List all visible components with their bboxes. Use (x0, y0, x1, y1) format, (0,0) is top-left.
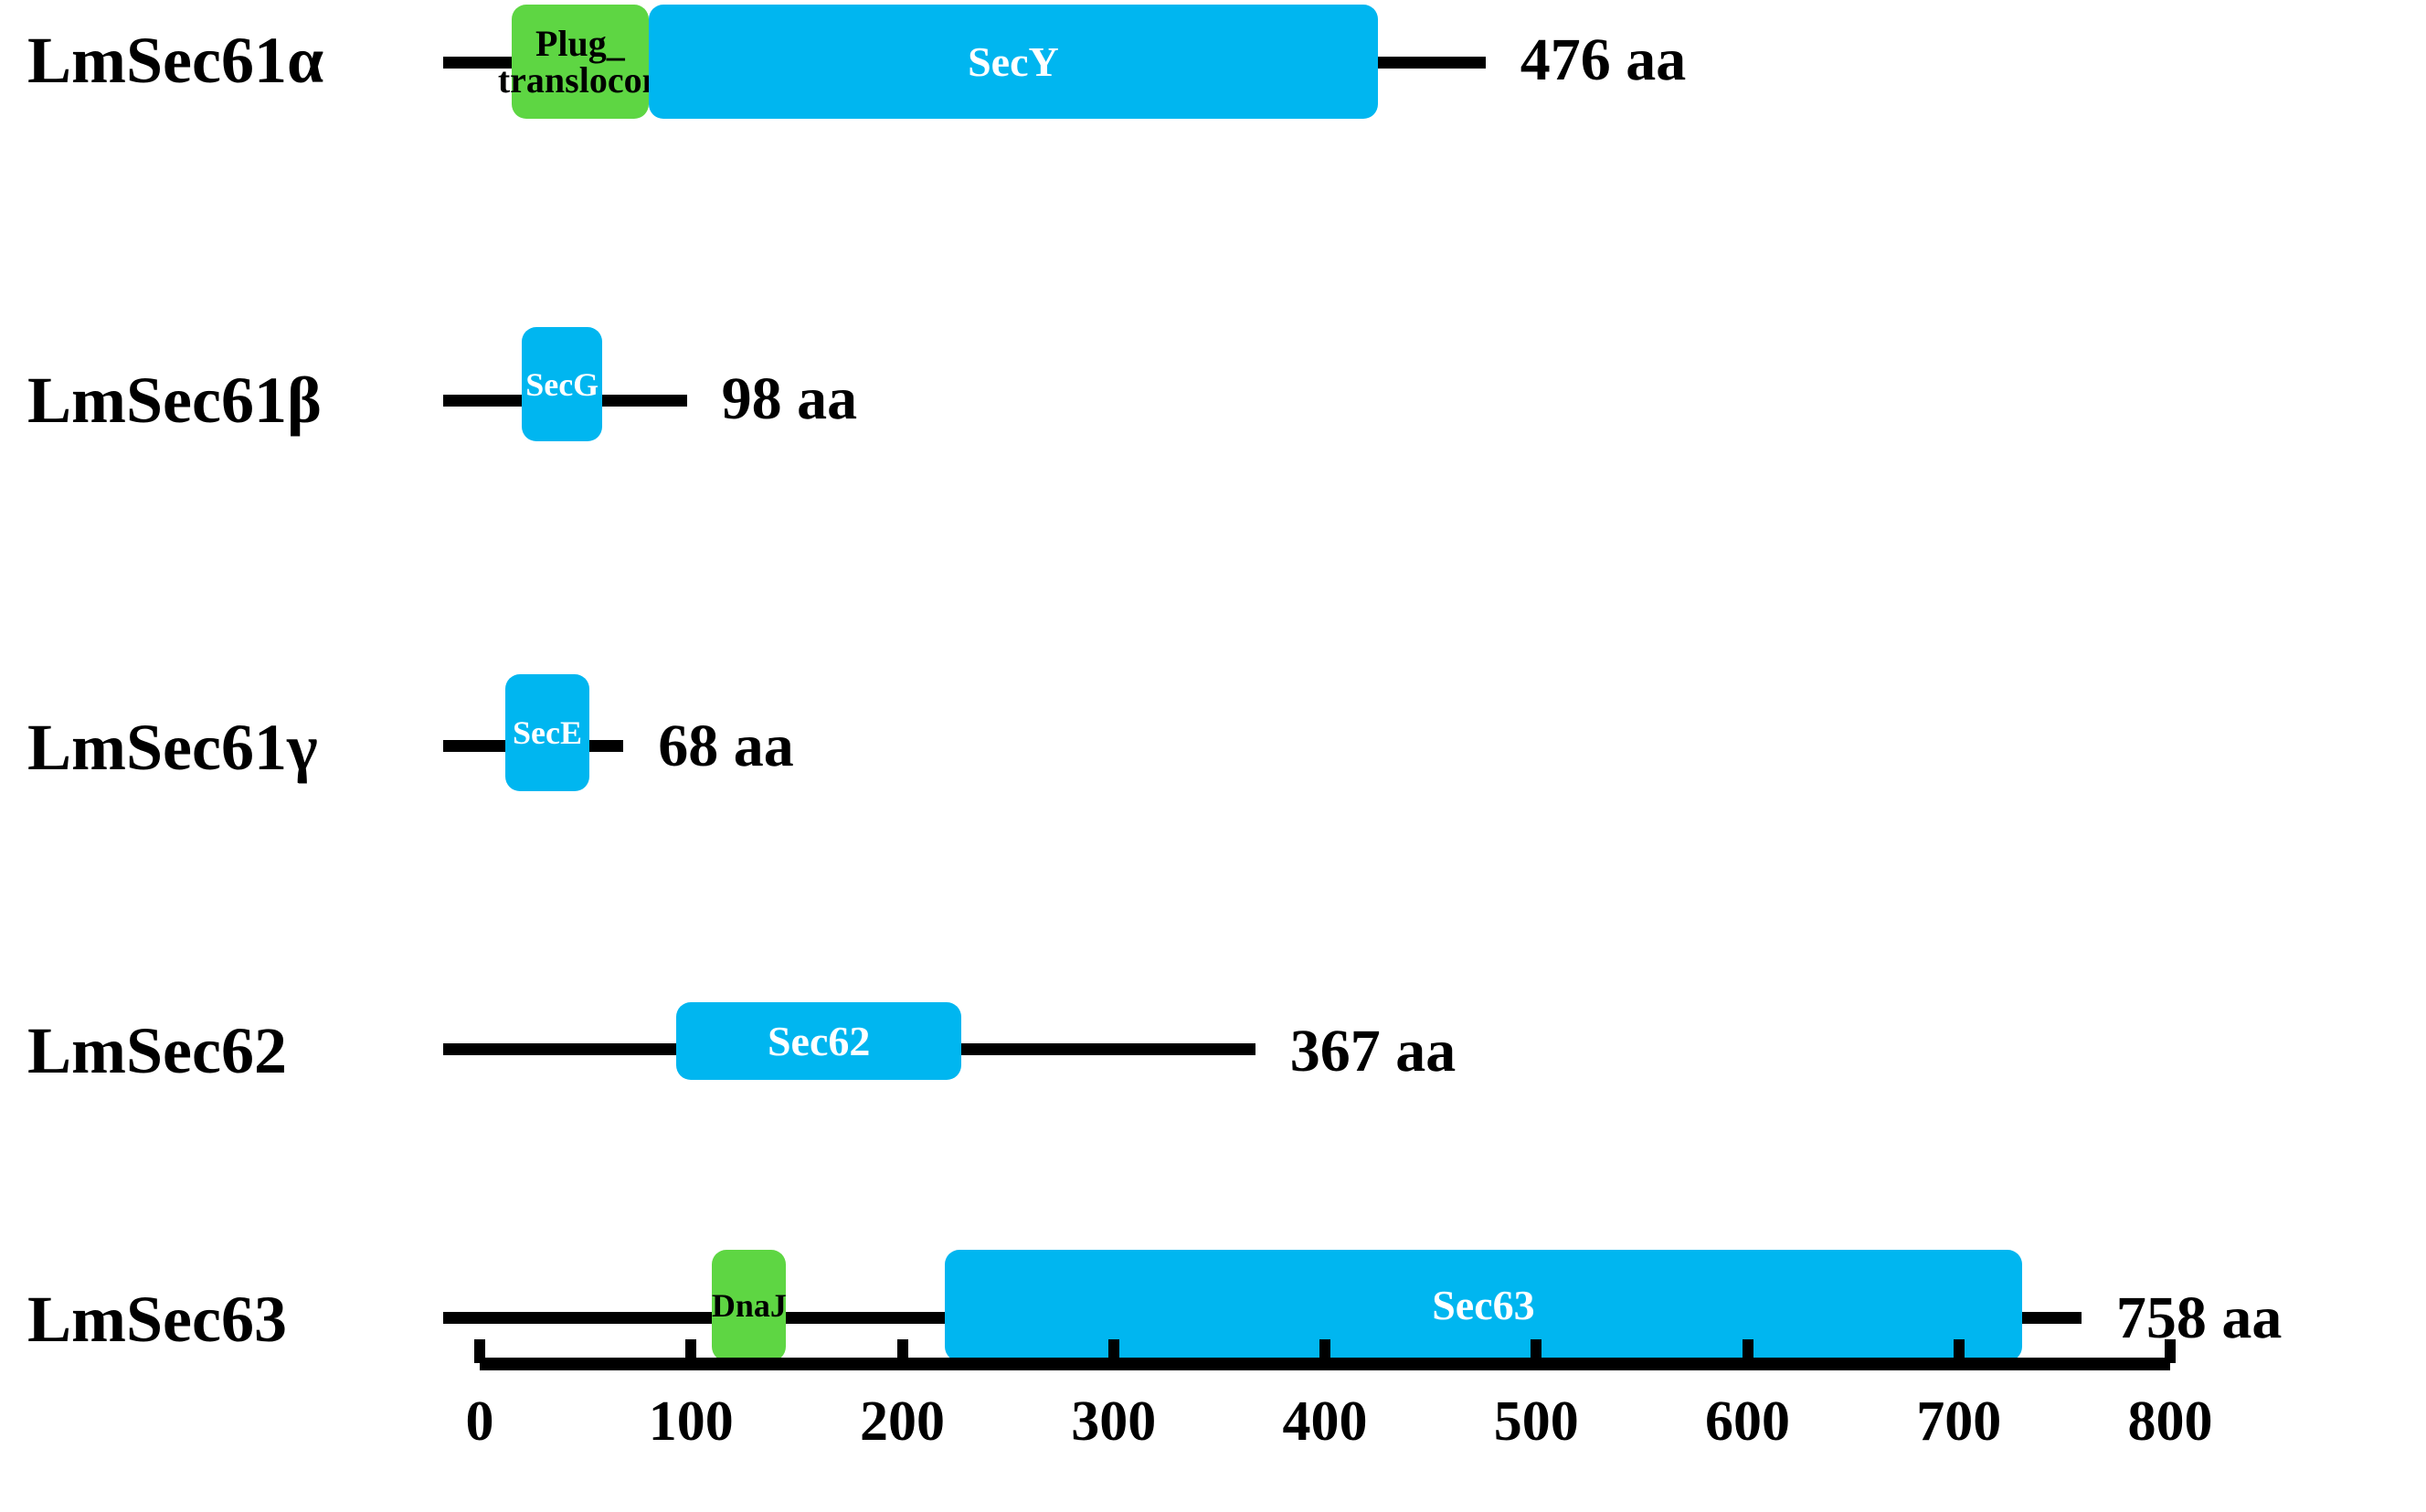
axis-tick (1953, 1339, 1965, 1363)
protein-row: LmSec61γ SecE 68 aa (0, 338, 2426, 791)
axis-tick-label: 200 (860, 1390, 945, 1453)
axis-tick-label: 600 (1705, 1390, 1790, 1453)
domain-label: SecY (968, 37, 1059, 85)
axis-tick (685, 1339, 697, 1363)
axis-tick-label: 500 (1493, 1390, 1579, 1453)
domain-label: SecE (513, 714, 582, 751)
domain-label: SecG (525, 365, 599, 403)
axis-tick-label: 0 (465, 1390, 494, 1453)
axis-tick-label: 700 (1916, 1390, 2002, 1453)
domain-box: Sec62 (676, 1002, 962, 1080)
domain-label: Plug_translocon (497, 22, 662, 100)
protein-name-label: LmSec63 (27, 1283, 287, 1356)
axis-tick-label: 300 (1071, 1390, 1157, 1453)
protein-length-label: 68 aa (658, 713, 794, 779)
protein-row: LmSec63 DnaJ Sec63 758 aa (0, 640, 2426, 1361)
protein-name-label: LmSec61β (27, 364, 322, 437)
domain-label-line: translocon (497, 58, 662, 100)
domain-box: SecY (649, 5, 1378, 119)
scale-axis: 0 100 200 300 400 500 600 700 800 (0, 1306, 2426, 1512)
axis-tick (1742, 1339, 1753, 1363)
protein-length-label: 367 aa (1289, 1018, 1457, 1084)
protein-row: LmSec62 Sec62 367 aa (0, 504, 2426, 1084)
axis-tick (2165, 1339, 2176, 1363)
domain-box: SecG (522, 327, 603, 441)
axis-tick-label: 400 (1282, 1390, 1368, 1453)
domain-label: Sec63 (1432, 1282, 1535, 1328)
axis-tick (1531, 1339, 1542, 1363)
axis-tick (1319, 1339, 1330, 1363)
domain-label: DnaJ (711, 1287, 787, 1324)
protein-name-label: LmSec61α (27, 24, 324, 97)
protein-length-label: 98 aa (721, 365, 858, 432)
domain-label-line: Plug_ (535, 22, 625, 64)
protein-length-label: 476 aa (1520, 26, 1687, 93)
domain-box: Sec63 (944, 1250, 2023, 1361)
axis-tick-label: 800 (2127, 1390, 2213, 1453)
protein-row: LmSec61α Plug_translocon SecY 476 aa (0, 0, 2426, 192)
axis-tick (474, 1339, 485, 1363)
domain-box: Plug_translocon (498, 5, 662, 119)
axis-tick (896, 1339, 908, 1363)
axis-tick (1107, 1339, 1119, 1363)
protein-row: LmSec61β SecG 98 aa (0, 164, 2426, 441)
axis-tick-label: 100 (648, 1390, 734, 1453)
domain-label: Sec62 (767, 1017, 871, 1064)
domain-box: DnaJ (711, 1250, 787, 1361)
domain-box: SecE (504, 674, 590, 791)
protein-name-label: LmSec62 (27, 1014, 287, 1087)
protein-name-label: LmSec61γ (27, 711, 318, 784)
protein-length-label: 758 aa (2115, 1285, 2283, 1351)
